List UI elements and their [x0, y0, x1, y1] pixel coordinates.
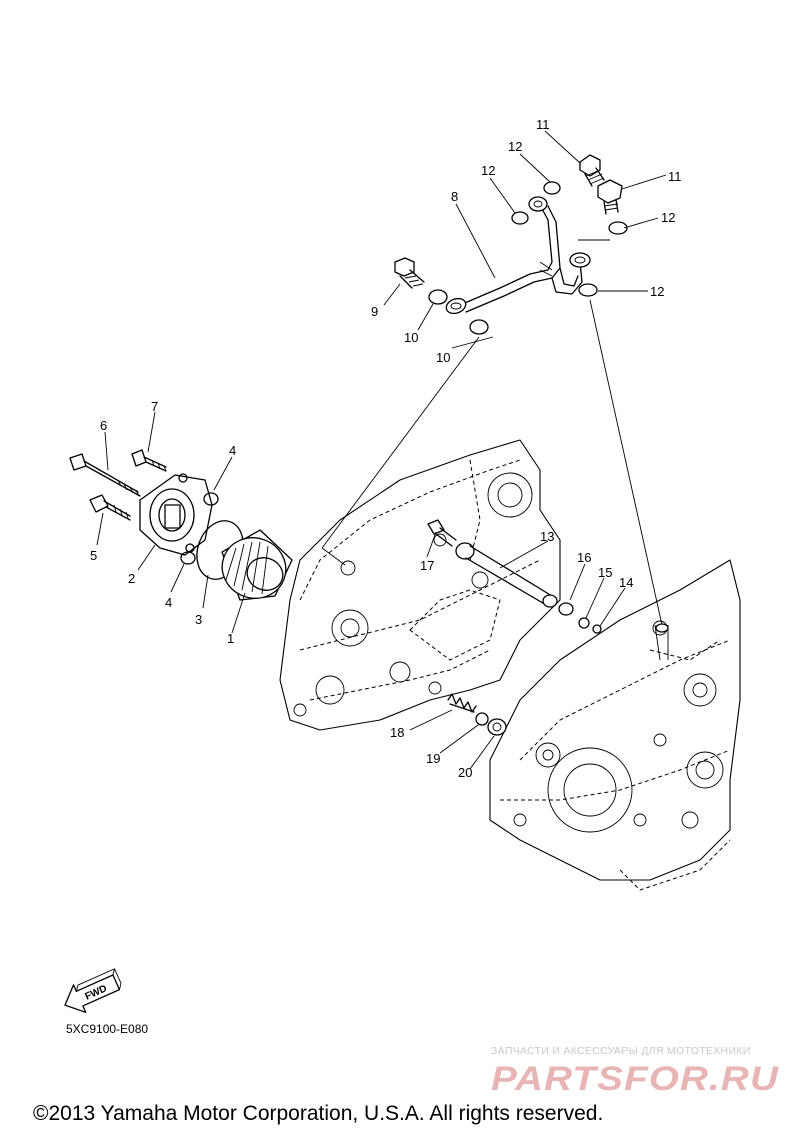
- bolt-5: [89, 494, 131, 521]
- leader-lines: [96, 130, 669, 770]
- copyright-notice: ©2013 Yamaha Motor Corporation, U.S.A. A…: [33, 1102, 604, 1125]
- callout-12-d: 12: [650, 284, 664, 299]
- ball-19: [475, 712, 489, 726]
- crankcase-right-half: [489, 559, 741, 891]
- watermark-logo: PARTSFOR.RU: [491, 1060, 780, 1094]
- callout-16: 16: [577, 550, 591, 565]
- callout-14: 14: [619, 575, 633, 590]
- washer-12-b: [511, 211, 529, 225]
- callout-13: 13: [540, 529, 554, 544]
- callout-12-c: 12: [661, 210, 675, 225]
- callout-4-b: 4: [165, 595, 172, 610]
- o-ring-14: [592, 624, 602, 634]
- callout-6: 6: [100, 418, 107, 433]
- oil-filter-cover: [139, 473, 213, 556]
- washer-12-a: [543, 181, 561, 195]
- bolt-7: [131, 449, 167, 472]
- callout-10-a: 10: [404, 330, 418, 345]
- callout-9: 9: [371, 304, 378, 319]
- callout-5: 5: [90, 548, 97, 563]
- callout-12-a: 12: [508, 139, 522, 154]
- bolt-9: [394, 257, 425, 289]
- o-ring-15: [578, 617, 590, 629]
- o-ring-4-upper: [203, 492, 219, 506]
- callout-2: 2: [128, 571, 135, 586]
- callout-12-b: 12: [481, 163, 495, 178]
- watermark-tagline: ЗАПЧАСТИ И АКСЕССУАРЫ ДЛЯ МОТОТЕХНИКИ: [491, 1045, 751, 1057]
- callout-4: 4: [229, 443, 236, 458]
- callout-17: 17: [420, 558, 434, 573]
- callout-18: 18: [390, 725, 404, 740]
- bolt-11-upper: [579, 154, 605, 187]
- o-ring-4-lower: [180, 551, 196, 565]
- washer-12-c: [608, 221, 628, 235]
- callout-10-b: 10: [436, 350, 450, 365]
- shaft-13: [455, 542, 558, 608]
- fwd-arrow-icon: FWD: [64, 968, 122, 1013]
- oil-filter-element: [221, 529, 293, 601]
- bolt-11-lower: [597, 179, 623, 215]
- o-ring-16: [558, 602, 574, 616]
- callout-8: 8: [451, 189, 458, 204]
- oil-pipe-8: [445, 196, 591, 315]
- washer-10-b: [469, 319, 489, 335]
- washer-12-d: [578, 283, 598, 297]
- crankcase-left-half: [279, 439, 561, 731]
- washer-10-a: [428, 289, 448, 305]
- callout-11-b: 11: [668, 169, 682, 184]
- bolt-17: [427, 519, 457, 547]
- callout-11-a: 11: [536, 117, 550, 132]
- spring-18: [447, 693, 477, 713]
- callout-3: 3: [195, 612, 202, 627]
- callout-15: 15: [598, 565, 612, 580]
- plug-20: [487, 718, 507, 736]
- callout-19: 19: [426, 751, 440, 766]
- callout-7: 7: [151, 399, 158, 414]
- watermark-logo-text: PARTSFOR.RU: [491, 1060, 780, 1094]
- callout-labels: 1 2 3 4 4 5 6 7 8 9 10 10 11 11 12 12 12…: [90, 117, 682, 780]
- callout-20: 20: [458, 765, 472, 780]
- bolt-6: [69, 453, 141, 497]
- callout-1: 1: [227, 631, 234, 646]
- diagram-code: 5XC9100-E080: [66, 1022, 149, 1036]
